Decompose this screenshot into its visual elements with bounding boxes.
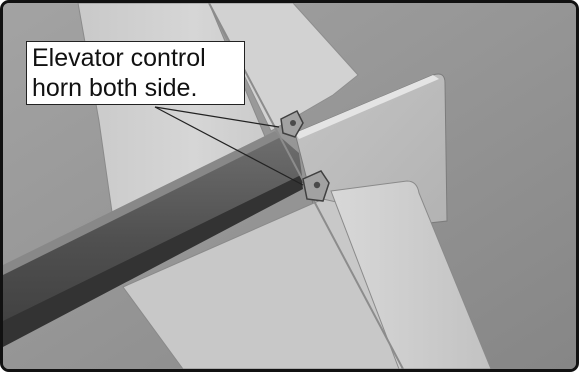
callout-line-1: Elevator control bbox=[32, 43, 244, 73]
callout-label: Elevator control horn both side. bbox=[26, 41, 245, 105]
callout-line-2: horn both side. bbox=[32, 73, 244, 103]
